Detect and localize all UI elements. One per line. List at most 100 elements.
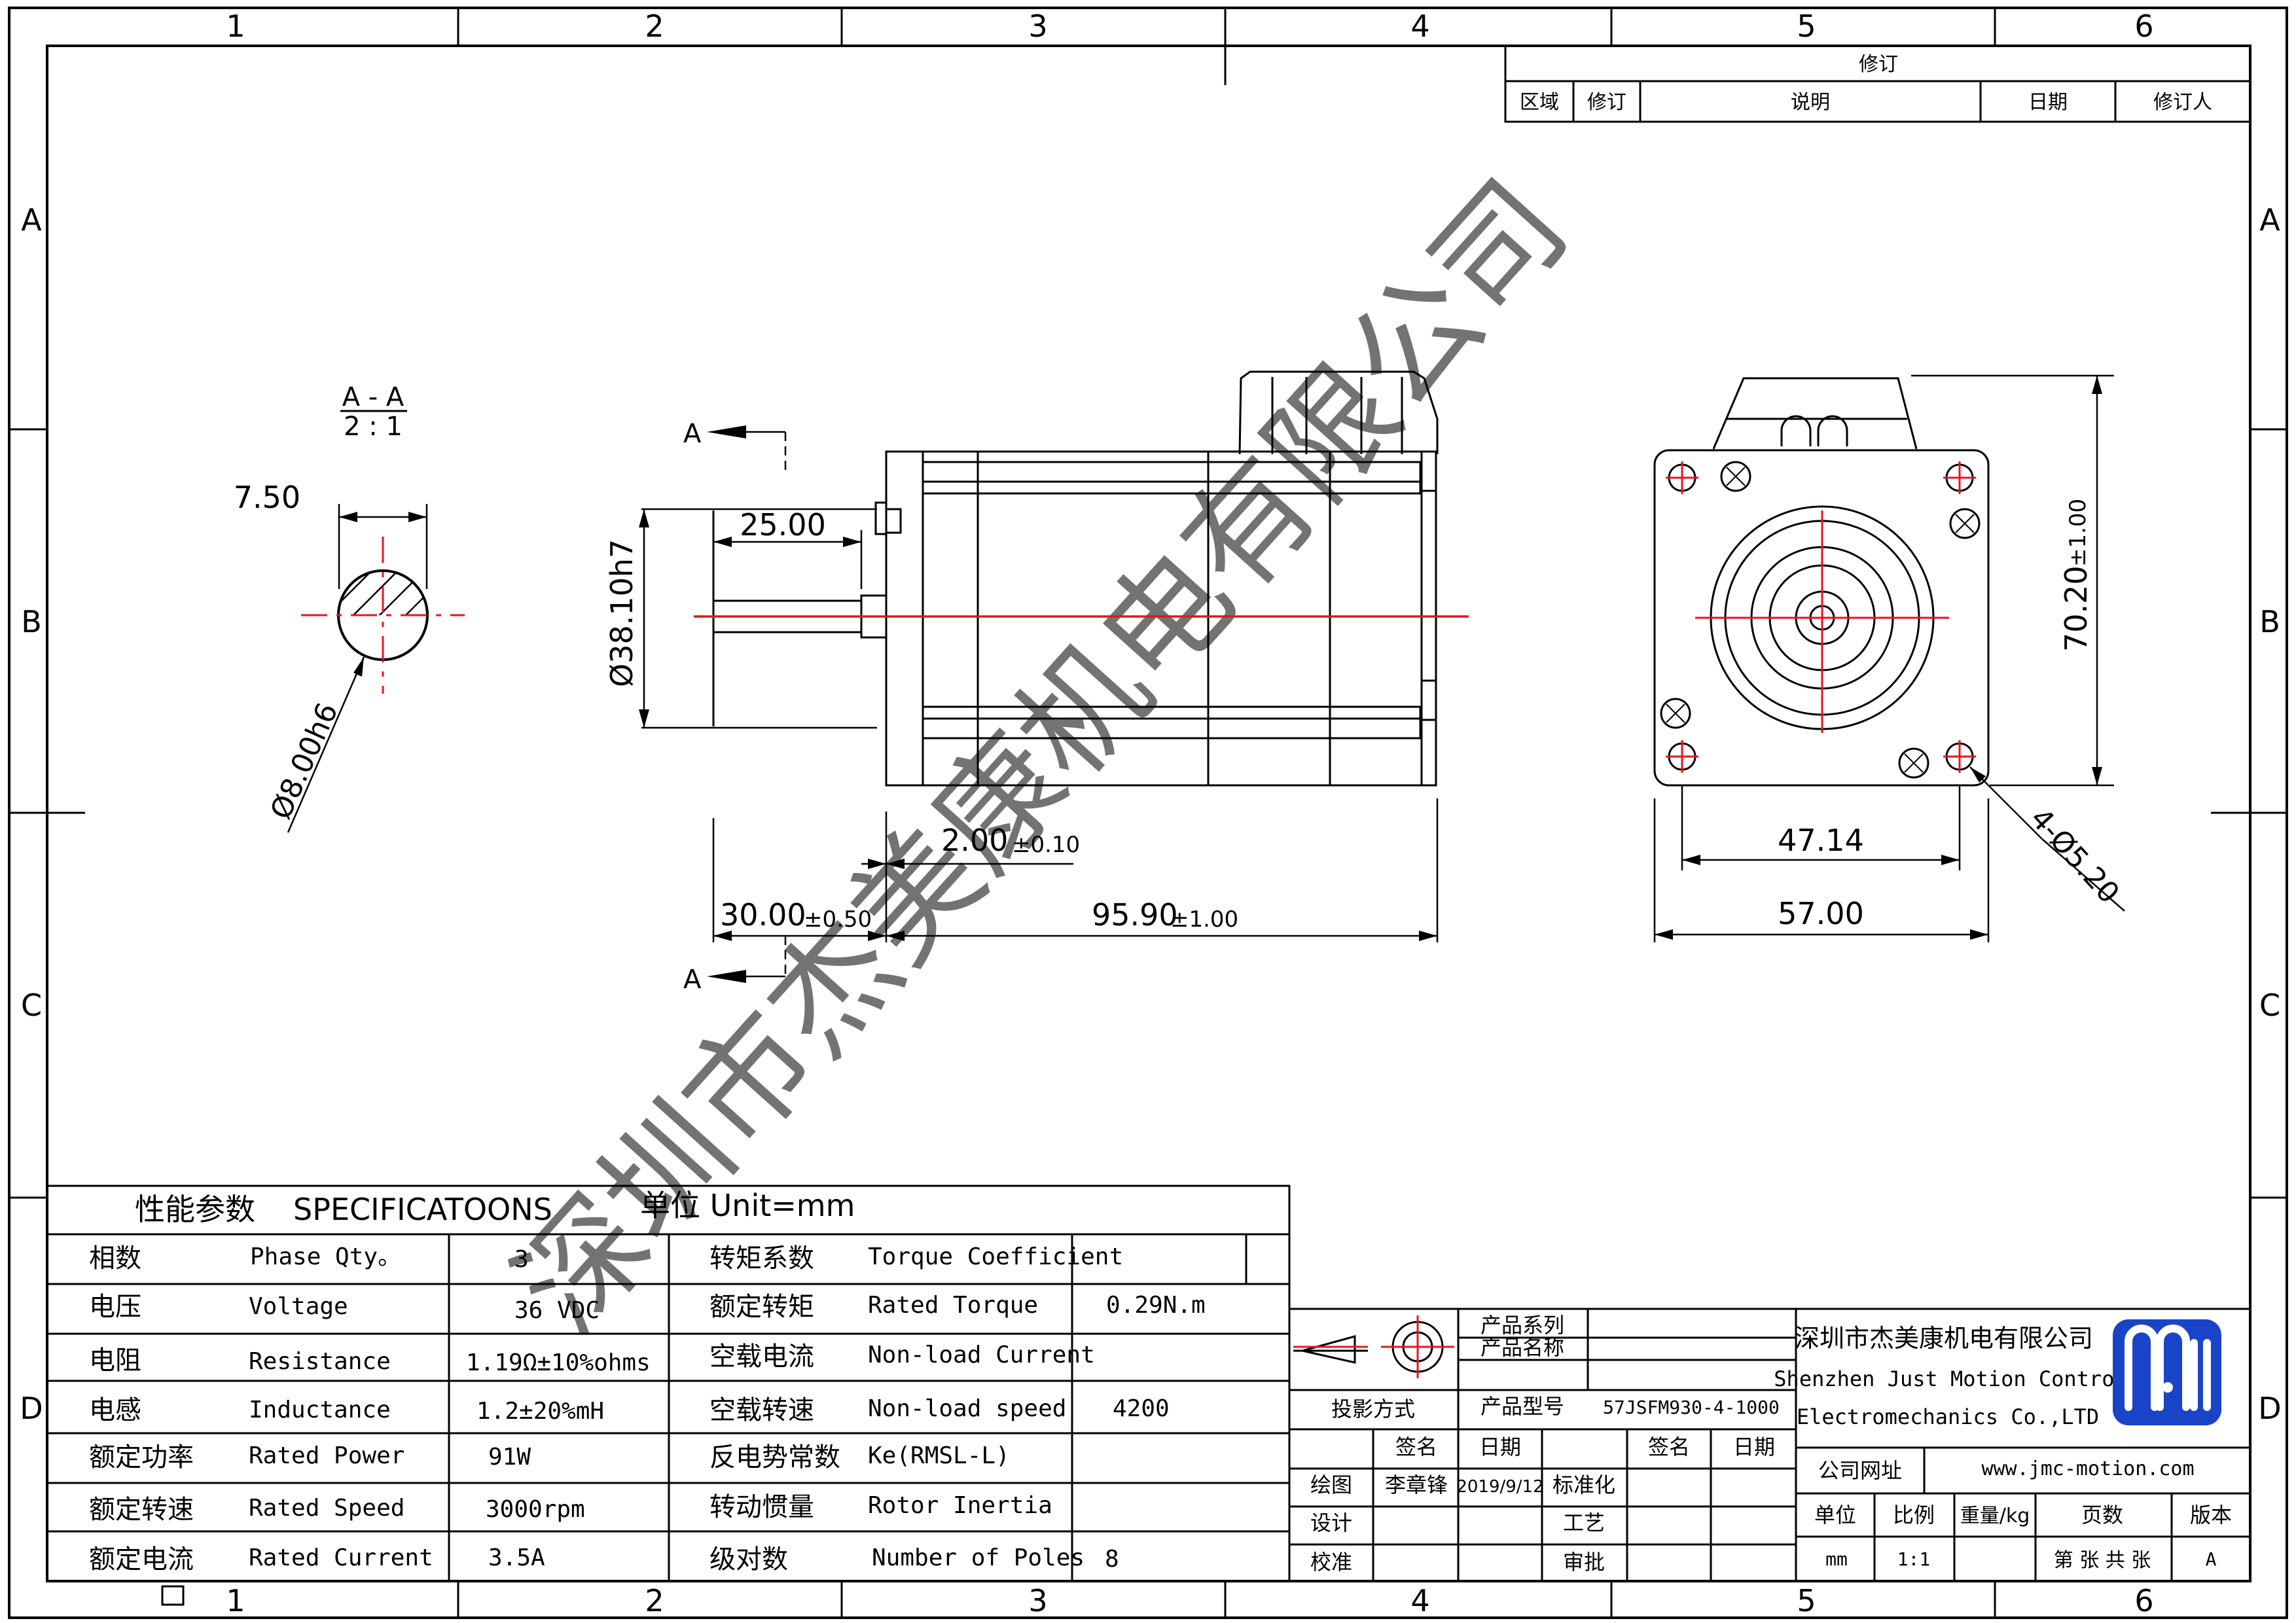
side-arrowheads — [639, 425, 1437, 983]
spec-right-en: Non-load speed — [868, 1395, 1066, 1422]
dim-height-tol: ±1.00 — [2065, 499, 2091, 567]
row-a-right: A — [2259, 202, 2280, 238]
specs-left-rows: 相数 Phase Qty。 3 电压 Voltage 36 VDC 电阻 Res… — [89, 1243, 651, 1575]
tb-version-value: A — [2206, 1548, 2217, 1570]
spec-right-cn: 空载转速 — [709, 1395, 814, 1425]
column-labels: 1 2 3 4 5 6 1 2 3 4 5 6 — [226, 9, 2153, 1618]
row-c: C — [21, 988, 42, 1023]
tb-version-label: 版本 — [2190, 1503, 2232, 1527]
specs-title-cn: 性能参数 — [135, 1192, 255, 1227]
spec-right-en: Rated Torque — [868, 1292, 1038, 1319]
tb-model-value: 57JSFM930-4-1000 — [1603, 1397, 1780, 1418]
revision-col-rev: 修订 — [1587, 91, 1626, 114]
spec-left-en: Rated Speed — [249, 1495, 404, 1522]
tb-product-model: 产品型号 — [1480, 1394, 1564, 1419]
tb-pages-value: 第 张 共 张 — [2054, 1549, 2151, 1572]
dim-pilot-diameter: Ø38.10h7 — [604, 539, 639, 687]
front-arrowheads — [1655, 376, 2102, 940]
tb-weight-label: 重量/kg — [1960, 1505, 2030, 1527]
spec-right-cn: 反电势常数 — [709, 1442, 840, 1472]
col-1-bottom: 1 — [226, 1583, 245, 1618]
tb-drawer: 李章锋 — [1385, 1472, 1448, 1497]
section-scale: 2 : 1 — [344, 412, 403, 442]
spec-right-val: 8 — [1105, 1546, 1119, 1573]
tb-sign: 签名 — [1395, 1435, 1437, 1459]
section-view: A - A 2 : 1 7.50 Ø8.00h6 — [234, 382, 465, 833]
col-1: 1 — [226, 9, 245, 44]
spec-left-cn: 电阻 — [89, 1346, 141, 1376]
dim-height: 70.20 — [2058, 565, 2094, 652]
tb-check: 校准 — [1310, 1550, 1352, 1575]
spec-right-en: Rotor Inertia — [868, 1492, 1052, 1519]
row-b-right: B — [2259, 604, 2280, 639]
row-b: B — [21, 604, 42, 639]
row-c-right: C — [2259, 988, 2280, 1023]
dim-mount-holes: 4-Ø5.20 — [2024, 802, 2126, 910]
spec-right-en: Ke(RMSL-L) — [868, 1442, 1010, 1469]
col-3-bottom: 3 — [1028, 1583, 1047, 1618]
spec-left-cn: 额定转速 — [89, 1495, 194, 1525]
tb-product-name: 产品名称 — [1480, 1335, 1564, 1360]
tb-projection: 投影方式 — [1331, 1397, 1415, 1421]
tb-design: 设计 — [1310, 1510, 1352, 1535]
spec-left-val: 3000rpm — [486, 1496, 585, 1523]
projection-centerlines — [1293, 1315, 1454, 1378]
spec-left-en: Phase Qty。 — [250, 1243, 401, 1270]
spec-left-val: 1.19Ω±10%ohms — [466, 1349, 651, 1376]
spec-left-val: 36 VDC — [514, 1297, 600, 1324]
dim-shaft-length: 25.00 — [740, 507, 826, 543]
dim-flange: 57.00 — [1778, 896, 1864, 931]
specs-table — [46, 1185, 1291, 1582]
tb-date: 日期 — [1479, 1435, 1521, 1459]
dim-shaft-diameter: Ø8.00h6 — [264, 698, 344, 825]
tb-standard: 标准化 — [1552, 1472, 1615, 1497]
spec-left-val: 91W — [488, 1444, 531, 1471]
dim-bolt-spacing: 47.14 — [1778, 823, 1864, 858]
tb-product-series: 产品系列 — [1480, 1313, 1564, 1338]
col-2-bottom: 2 — [645, 1583, 664, 1618]
spec-left-en: Rated Power — [249, 1442, 404, 1469]
front-dims — [1653, 374, 2125, 942]
front-screw-marks — [1666, 467, 1975, 773]
spec-right-cn: 额定转矩 — [709, 1292, 814, 1322]
specs-title-en: SPECIFICATOONS — [293, 1192, 552, 1227]
spec-left-en: Rated Current — [249, 1544, 433, 1571]
revision-title: 修订 — [1859, 53, 1898, 76]
watermark: 深圳市杰美康机电有限公司 — [488, 154, 1594, 1359]
row-a: A — [21, 202, 42, 238]
col-5: 5 — [1797, 9, 1816, 44]
spec-left-cn: 电感 — [89, 1395, 141, 1425]
tb-draw-date: 2019/9/12 — [1456, 1477, 1543, 1497]
spec-right-cn: 级对数 — [709, 1544, 788, 1575]
revision-col-reviser: 修订人 — [2153, 91, 2212, 114]
section-mark-top: A — [683, 419, 702, 449]
dim-body-length-tol: ±1.00 — [1170, 906, 1238, 933]
revision-col-desc: 说明 — [1791, 91, 1830, 114]
dim-shaft-total: 30.00 — [720, 897, 806, 933]
tb-unit-label: 单位 — [1814, 1503, 1856, 1527]
tb-website-label: 公司网址 — [1818, 1458, 1902, 1483]
spec-right-cn: 空载电流 — [709, 1342, 814, 1372]
tb-company-cn: 深圳市杰美康机电有限公司 — [1795, 1324, 2093, 1353]
revision-col-date: 日期 — [2028, 91, 2068, 114]
specs-unit: 单位 Unit=mm — [640, 1188, 855, 1223]
tb-company-en1: Shenzhen Just Motion Control — [1774, 1366, 2126, 1391]
spec-left-en: Voltage — [249, 1293, 348, 1320]
col-3: 3 — [1028, 9, 1047, 44]
spec-left-val: 1.2±20%mH — [476, 1398, 604, 1425]
spec-left-cn: 相数 — [89, 1243, 141, 1274]
dim-body-length: 95.90 — [1092, 897, 1178, 933]
tb-company-en2: Electromechanics Co.,LTD — [1797, 1404, 2099, 1429]
col-6: 6 — [2134, 9, 2153, 44]
tb-approve: 审批 — [1563, 1550, 1605, 1575]
spec-left-en: Resistance — [249, 1348, 391, 1375]
tb-unit-value: mm — [1825, 1548, 1848, 1570]
spec-left-en: Inductance — [249, 1397, 391, 1423]
tb-pages-label: 页数 — [2081, 1503, 2123, 1527]
spec-right-en: Torque Coefficient — [868, 1243, 1123, 1270]
tb-scale-label: 比例 — [1893, 1503, 1935, 1527]
jmc-logo — [2113, 1319, 2221, 1425]
tb-scale-value: 1:1 — [1897, 1548, 1931, 1570]
spec-left-cn: 额定电流 — [89, 1544, 194, 1575]
